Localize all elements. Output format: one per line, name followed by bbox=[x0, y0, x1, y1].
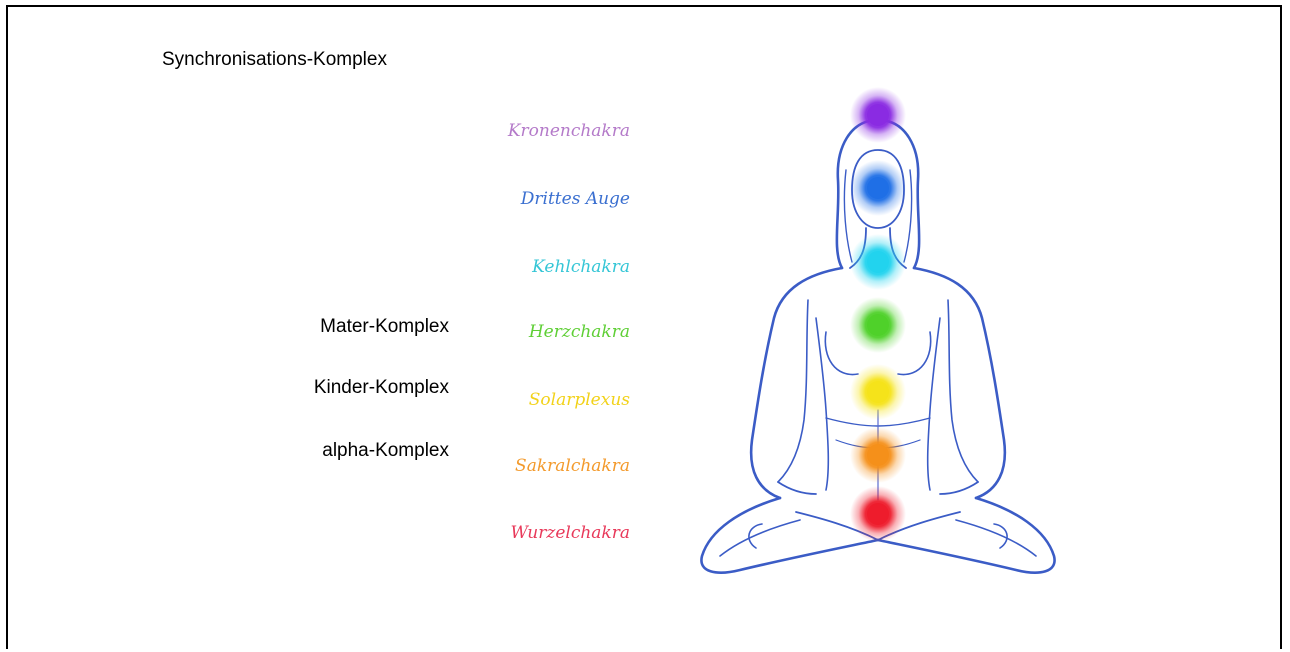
chakra-label-throat: Kehlchakra bbox=[470, 257, 630, 277]
chakra-label-root: Wurzelchakra bbox=[470, 523, 630, 543]
chakra-label-crown: Kronenchakra bbox=[470, 121, 630, 141]
chakra-dot-heart bbox=[867, 314, 889, 336]
chakra-dot-root bbox=[867, 503, 889, 525]
meditating-figure-illustration bbox=[690, 80, 1070, 575]
chakra-label-heart: Herzchakra bbox=[470, 322, 630, 342]
chakra-label-solar-plexus: Solarplexus bbox=[470, 390, 630, 410]
alpha-complex-label: alpha-Komplex bbox=[322, 440, 449, 462]
diagram-frame bbox=[6, 5, 1282, 649]
synchronisation-complex-label: Synchronisations-Komplex bbox=[162, 49, 387, 71]
chakra-dots bbox=[850, 87, 906, 542]
chakra-dot-crown bbox=[867, 104, 889, 126]
chakra-dot-third-eye bbox=[867, 177, 889, 199]
chakra-label-third-eye: Drittes Auge bbox=[470, 189, 630, 209]
kinder-complex-label: Kinder-Komplex bbox=[314, 377, 449, 399]
chakra-dot-solar-plexus bbox=[867, 381, 889, 403]
chakra-label-sacral: Sakralchakra bbox=[470, 456, 630, 476]
chakra-dot-sacral bbox=[867, 444, 889, 466]
chakra-dot-throat bbox=[867, 251, 889, 273]
mater-complex-label: Mater-Komplex bbox=[320, 316, 449, 338]
